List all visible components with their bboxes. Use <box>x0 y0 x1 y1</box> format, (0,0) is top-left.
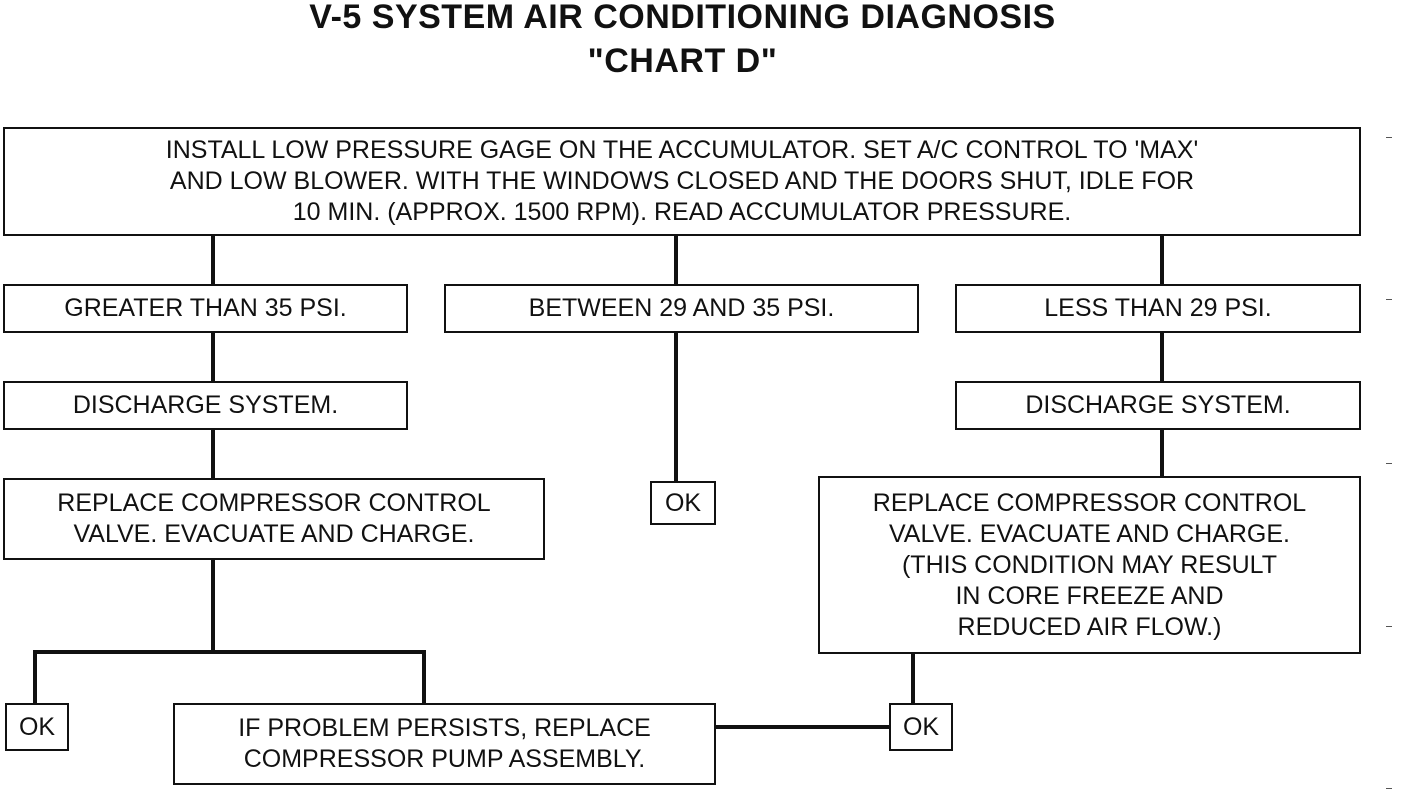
ok-bottom-right-box: OK <box>889 703 953 751</box>
margin-tick <box>1386 299 1392 300</box>
margin-tick <box>1386 463 1392 464</box>
ok-middle-box: OK <box>650 481 716 525</box>
margin-tick <box>1386 137 1392 138</box>
margin-tick <box>1386 626 1392 627</box>
replace-pump-assembly-box: IF PROBLEM PERSISTS, REPLACE COMPRESSOR … <box>173 703 716 785</box>
diagram-title: V-5 SYSTEM AIR CONDITIONING DIAGNOSIS <box>309 0 1056 36</box>
less-than-29-psi-box: LESS THAN 29 PSI. <box>955 284 1361 333</box>
install-gage-step: INSTALL LOW PRESSURE GAGE ON THE ACCUMUL… <box>3 127 1361 236</box>
connector-replace-left-branch <box>33 558 215 705</box>
greater-than-35-psi-box: GREATER THAN 35 PSI. <box>3 284 408 333</box>
ok-bottom-left-box: OK <box>5 703 69 751</box>
diagram-subtitle: "CHART D" <box>587 42 778 80</box>
between-29-35-psi-box: BETWEEN 29 AND 35 PSI. <box>444 284 919 333</box>
replace-control-valve-left-box: REPLACE COMPRESSOR CONTROL VALVE. EVACUA… <box>3 478 545 560</box>
margin-tick <box>1386 788 1392 789</box>
connector-branch-persists <box>211 650 426 705</box>
discharge-system-left-box: DISCHARGE SYSTEM. <box>3 381 408 430</box>
discharge-system-right-box: DISCHARGE SYSTEM. <box>955 381 1361 430</box>
replace-control-valve-right-box: REPLACE COMPRESSOR CONTROL VALVE. EVACUA… <box>818 476 1361 654</box>
